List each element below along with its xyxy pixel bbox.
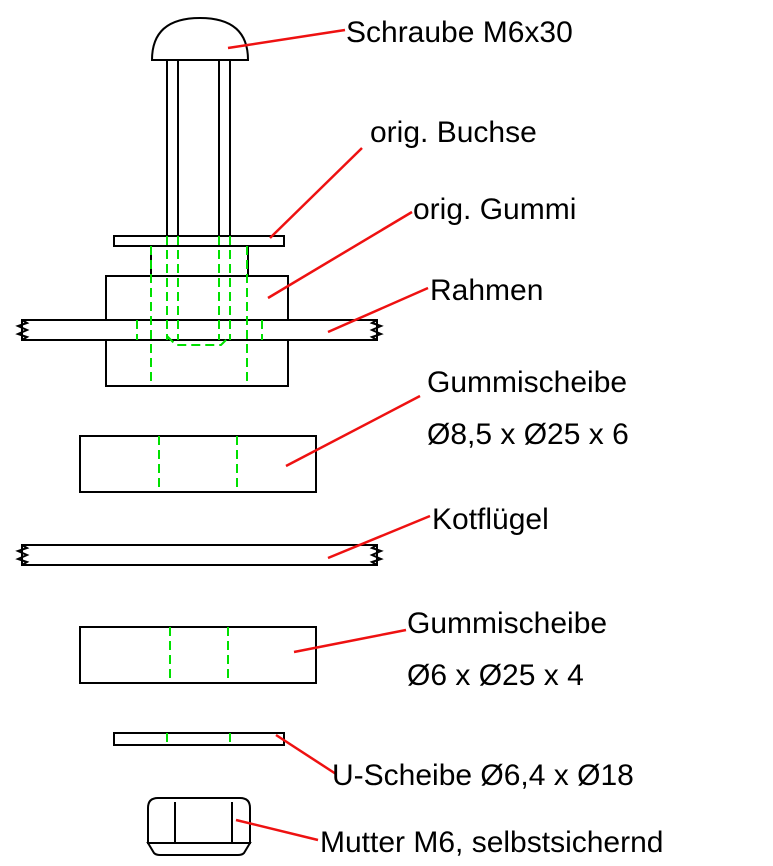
- frame-break-right: [369, 319, 384, 341]
- leader-rubber-disc-2: [293, 628, 407, 654]
- label-rubber-disc-1-size: Ø8,5 x Ø25 x 6: [427, 418, 629, 451]
- label-washer: U-Scheibe Ø6,4 x Ø18: [332, 759, 634, 792]
- rubber-disc-1: [79, 435, 317, 493]
- label-frame: Rahmen: [430, 274, 543, 307]
- leader-fender: [327, 514, 431, 560]
- leader-frame: [327, 286, 429, 334]
- label-bushing: orig. Buchse: [370, 116, 537, 149]
- leader-lines: [227, 28, 431, 842]
- leader-bushing: [269, 147, 363, 239]
- leader-rubber-disc-1: [285, 394, 421, 468]
- label-fender: Kotflügel: [432, 503, 549, 536]
- nut-locking-collar: [146, 842, 252, 856]
- bushing-flange: [113, 235, 285, 247]
- label-rubber-disc-2: Gummischeibe: [407, 607, 607, 640]
- label-nut: Mutter M6, selbstsichernd: [320, 826, 663, 859]
- rubber-upper: [150, 245, 249, 277]
- screw-head: [150, 16, 250, 61]
- leader-rubber: [267, 210, 413, 300]
- label-screw: Schraube M6x30: [346, 16, 573, 49]
- hidden-screw-tip: [166, 335, 231, 346]
- nut-body: [147, 797, 251, 844]
- leader-nut: [235, 818, 319, 842]
- washer: [113, 732, 285, 746]
- label-rubber-disc-1: Gummischeibe: [427, 366, 627, 399]
- rubber-body: [105, 275, 289, 321]
- screw: [150, 16, 250, 236]
- nut: [146, 797, 252, 856]
- rubber-lower: [105, 339, 289, 387]
- labels: Schraube M6x30 orig. Buchse orig. Gummi …: [320, 16, 663, 859]
- frame-beam-body: [21, 319, 378, 341]
- rubber-disc-2: [79, 626, 317, 684]
- fender-break-left: [15, 544, 30, 566]
- leader-washer: [275, 733, 337, 776]
- fender-body: [21, 544, 378, 566]
- fender-break-right: [369, 544, 384, 566]
- label-rubber-disc-2-size: Ø6 x Ø25 x 4: [407, 659, 584, 692]
- frame-beam: [15, 319, 384, 341]
- frame-break-left: [15, 319, 30, 341]
- hidden-edges-assembly: [136, 236, 263, 386]
- fender-panel: [15, 544, 384, 566]
- leader-screw: [227, 28, 346, 50]
- label-rubber: orig. Gummi: [413, 193, 576, 226]
